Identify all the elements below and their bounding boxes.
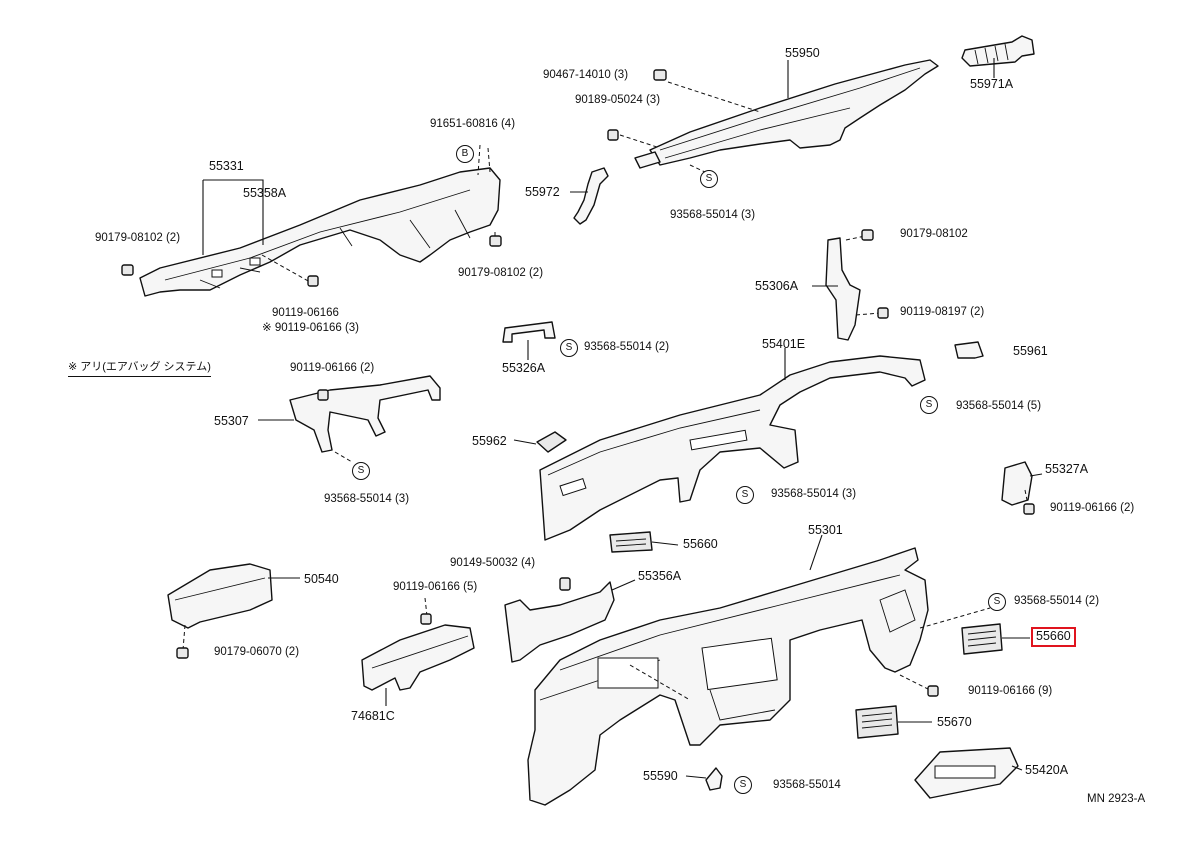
label-55401E: 55401E [762, 337, 806, 351]
fastener-90149 [559, 577, 571, 591]
fastener-90179-c [861, 229, 874, 241]
label-90119-f: 90119-06166 (9) [968, 685, 1053, 697]
part-55962-vent [536, 431, 567, 453]
fastener-90119-a [307, 275, 319, 287]
label-90119-b: ※ 90119-06166 (3) [262, 322, 360, 334]
part-55590-clip [705, 767, 723, 791]
symbol-b: B [456, 145, 474, 163]
label-93568-d: 93568-55014 (3) [324, 493, 410, 505]
part-55306A-bracket [825, 235, 881, 341]
label-55590: 55590 [643, 769, 678, 783]
diagram-code: MN 2923-A [1087, 793, 1146, 805]
fastener-90119-e [420, 613, 432, 625]
part-55971A-duct [961, 35, 1035, 67]
part-55420A-panel [914, 747, 1019, 799]
symbol-s: S [988, 593, 1006, 611]
label-90179-d: 90179-06070 (2) [214, 646, 300, 658]
part-55327A-bracket [1001, 461, 1033, 506]
part-55356A-bracket [504, 581, 615, 663]
label-74681C: 74681C [351, 709, 395, 723]
part-55660-vent-right [961, 623, 1003, 655]
fastener-90119-08197 [877, 307, 889, 319]
part-55301-instrument-panel [527, 547, 929, 806]
symbol-s: S [700, 170, 718, 188]
label-55307: 55307 [214, 414, 249, 428]
part-55961 [954, 341, 984, 359]
label-55962: 55962 [472, 434, 507, 448]
label-90119-c: 90119-06166 (2) [290, 362, 375, 374]
label-90119-08197: 90119-08197 (2) [900, 306, 985, 318]
label-91651: 91651-60816 (4) [430, 118, 516, 130]
label-55301: 55301 [808, 523, 843, 537]
label-55306A: 55306A [755, 279, 799, 293]
label-55660-a: 55660 [683, 537, 718, 551]
label-55358A: 55358A [243, 186, 287, 200]
part-74681C-bracket [361, 624, 475, 691]
part-50540-pad [167, 563, 273, 629]
symbol-s: S [920, 396, 938, 414]
label-55327A: 55327A [1045, 462, 1089, 476]
fastener-90119-d [1023, 503, 1035, 515]
fastener-90119-c [317, 389, 329, 401]
label-90467: 90467-14010 (3) [543, 69, 629, 81]
part-55660-vent-center [609, 531, 653, 553]
label-55972: 55972 [525, 185, 560, 199]
fastener-90179-a [121, 264, 134, 276]
part-55950-upper-panel [634, 59, 939, 169]
label-93568-b: 93568-55014 (2) [584, 341, 670, 353]
fastener-90189 [607, 129, 619, 141]
label-50540: 50540 [304, 572, 339, 586]
label-93568-e: 93568-55014 (3) [771, 488, 857, 500]
label-55326A: 55326A [502, 361, 546, 375]
label-55971A: 55971A [970, 77, 1014, 91]
fastener-90179-b [489, 235, 502, 247]
label-55961: 55961 [1013, 344, 1048, 358]
part-55307-bracket [289, 375, 441, 453]
label-55670: 55670 [937, 715, 972, 729]
symbol-s: S [352, 462, 370, 480]
label-90119-a: 90119-06166 [272, 307, 339, 319]
label-90119-d: 90119-06166 (2) [1050, 502, 1135, 514]
part-55326A-bracket [502, 321, 556, 343]
part-55670-vent [855, 705, 899, 739]
label-55331: 55331 [209, 159, 244, 173]
symbol-s: S [734, 776, 752, 794]
label-90119-e: 90119-06166 (5) [393, 581, 478, 593]
label-55660-highlighted[interactable]: 55660 [1031, 627, 1076, 647]
part-55401E-pad [539, 355, 926, 541]
label-55356A: 55356A [638, 569, 682, 583]
fastener-90467 [653, 69, 667, 81]
label-55420A: 55420A [1025, 763, 1069, 777]
label-90179-c: 90179-08102 [900, 228, 968, 240]
note-airbag: ※ アリ(エアバッグ システム) [68, 358, 211, 377]
label-90149: 90149-50032 (4) [450, 557, 536, 569]
label-93568-a: 93568-55014 (3) [670, 209, 756, 221]
symbol-s: S [736, 486, 754, 504]
label-93568-g: 93568-55014 [773, 779, 841, 791]
label-90179-a: 90179-08102 (2) [95, 232, 181, 244]
label-90179-b: 90179-08102 (2) [458, 267, 544, 279]
label-90189: 90189-05024 (3) [575, 94, 661, 106]
label-93568-c: 93568-55014 (5) [956, 400, 1042, 412]
part-55972-hose [573, 167, 609, 225]
label-55950: 55950 [785, 46, 820, 60]
fastener-90119-f [927, 685, 939, 697]
symbol-s: S [560, 339, 578, 357]
label-93568-f: 93568-55014 (2) [1014, 595, 1100, 607]
part-55331-reinforcement [139, 167, 501, 297]
fastener-90179-d [176, 647, 189, 659]
